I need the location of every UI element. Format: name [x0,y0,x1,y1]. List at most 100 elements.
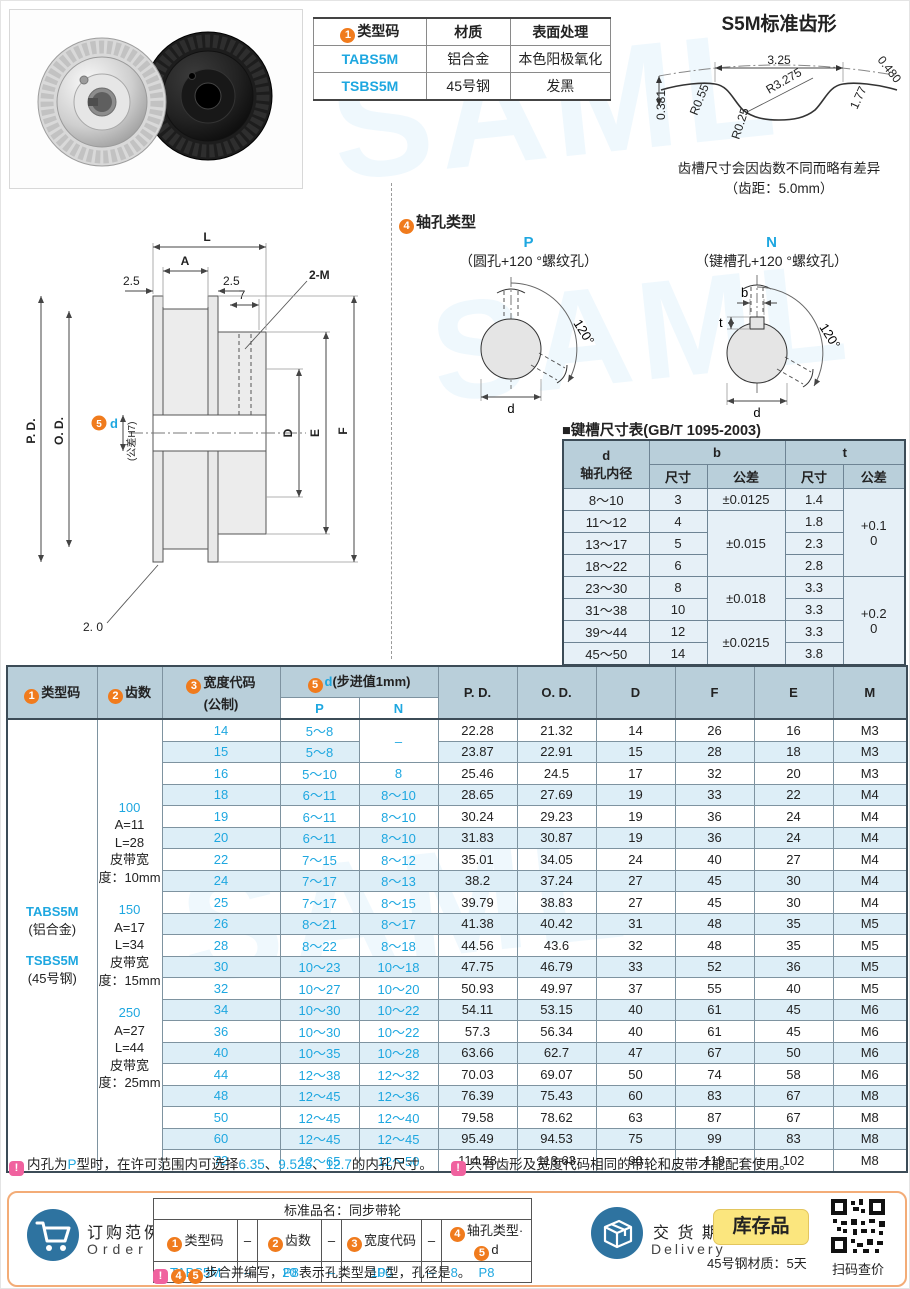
finish-value: 发黑 [509,72,612,101]
bore-range-p: 12～45 [279,1127,360,1150]
teeth-count: 16 [161,762,281,785]
thread-size: M8 [832,1149,908,1172]
bore-range-p: 10～23 [279,955,360,978]
dim-F-value: 33 [674,783,755,806]
dim-F-value: 32 [674,762,755,785]
pitch-diameter: 23.87 [437,740,518,763]
teeth-count: 50 [161,1106,281,1129]
bore-range-n: 8～15 [358,891,439,914]
dim-E-value: 45 [753,1020,834,1043]
steel-leadtime: 45号钢材质：5天 [707,1256,807,1271]
finish-value: 本色阳极氧化 [509,45,612,73]
thread-size: M4 [832,848,908,871]
pitch-diameter: 31.83 [437,826,518,849]
dim-D-value: 60 [595,1084,676,1107]
keyway-t-size: 1.8 [784,510,844,533]
keyway-t-size: 2.8 [784,554,844,577]
bore-range-n: 10～18 [358,955,439,978]
keyway-d-value: 13～17 [562,532,650,555]
dim-t: t [719,315,723,330]
bore-range-p: 6～11 [279,826,360,849]
pitch-diameter: 35.01 [437,848,518,871]
outer-diameter: 69.07 [516,1063,597,1086]
bore-range-n: 10～28 [358,1041,439,1064]
pitch-diameter: 25.46 [437,762,518,785]
col-F: F [674,665,755,720]
outer-diameter: 94.53 [516,1127,597,1150]
keyway-b-tolerance: ±0.0215 [706,620,786,666]
delivery-label-cn: 交 货 期 [653,1225,720,1242]
dim-D-value: 75 [595,1127,676,1150]
dim-E-value: 30 [753,891,834,914]
dim-F-value: 61 [674,998,755,1021]
bore-range-p: 5～8 [279,740,360,763]
bore-range-n: 12～40 [358,1106,439,1129]
delivery-label-en: Delivery [651,1241,726,1257]
thread-size: M5 [832,934,908,957]
pitch-diameter: 79.58 [437,1106,518,1129]
warning-icon: ! [153,1269,168,1284]
shaft-hole-p-desc: （圆孔+120 °螺纹孔） [458,253,599,269]
keyway-col-b-tol: 公差 [706,464,786,489]
dim-20: 2. 0 [83,620,103,634]
dim-E-value: 16 [753,718,834,742]
outer-diameter: 78.62 [516,1106,597,1129]
keyway-t-size: 2.3 [784,532,844,555]
shaft-hole-p: P （圆孔+120 °螺纹孔） 120° d [416,234,641,426]
col-bore-n: N [358,697,439,720]
section-divider [391,183,392,659]
keyway-col-t: t [784,439,906,465]
bore-range-p: 12～65 [279,1149,360,1172]
dim-d: d [507,401,514,416]
thread-size: M6 [832,998,908,1021]
dim-D-value: 37 [595,977,676,1000]
thread-size: M6 [832,1041,908,1064]
keyway-b-size: 8 [648,576,708,599]
dim-D-value: 40 [595,1020,676,1043]
dim-F-value: 48 [674,934,755,957]
dim-F-value: 45 [674,869,755,892]
keyway-b-size: 12 [648,620,708,643]
shaft-hole-p-code: P [523,234,534,251]
tooth-profile-diagram: 3.25 0.480 R0.55 R3.275 1.77 0.381 R0.25 [654,53,904,141]
outer-diameter: 29.23 [516,805,597,828]
dim-F-value: 87 [674,1106,755,1129]
thread-size: M8 [832,1106,908,1129]
product-photo-panel [9,9,303,189]
dim-E-value: 36 [753,955,834,978]
dim-F-value: 99 [674,1127,755,1150]
dim-E-value: 40 [753,977,834,1000]
order-label-cn: 订购范例 [87,1225,164,1242]
order-col3-value: 100 [341,1261,422,1283]
col-od: O. D. [516,665,597,720]
teeth-count: 24 [161,869,281,892]
badge-4-icon: 4 [449,1227,465,1242]
outer-diameter: 43.6 [516,934,597,957]
pitch-diameter: 54.11 [437,998,518,1021]
thread-size: M5 [832,977,908,1000]
keyway-col-t-size: 尺寸 [784,464,844,489]
keyway-b-size: 4 [648,510,708,533]
bore-range-n: 8～10 [358,805,439,828]
keyway-d-value: 8～10 [562,488,650,511]
dim-D-value: 27 [595,869,676,892]
pulley-cross-section-drawing: 2-M L A 2.5 2.5 7 P. D. O. D. 5 d (公差H7) [24,230,358,634]
outer-diameter: 62.7 [516,1041,597,1064]
pitch-diameter: 76.39 [437,1084,518,1107]
order-dash: – [237,1219,258,1262]
badge-5-icon: 5 [474,1246,490,1261]
dim-D: D [281,428,295,437]
keyway-d-value: 11～12 [562,510,650,533]
outer-diameter: 40.42 [516,912,597,935]
